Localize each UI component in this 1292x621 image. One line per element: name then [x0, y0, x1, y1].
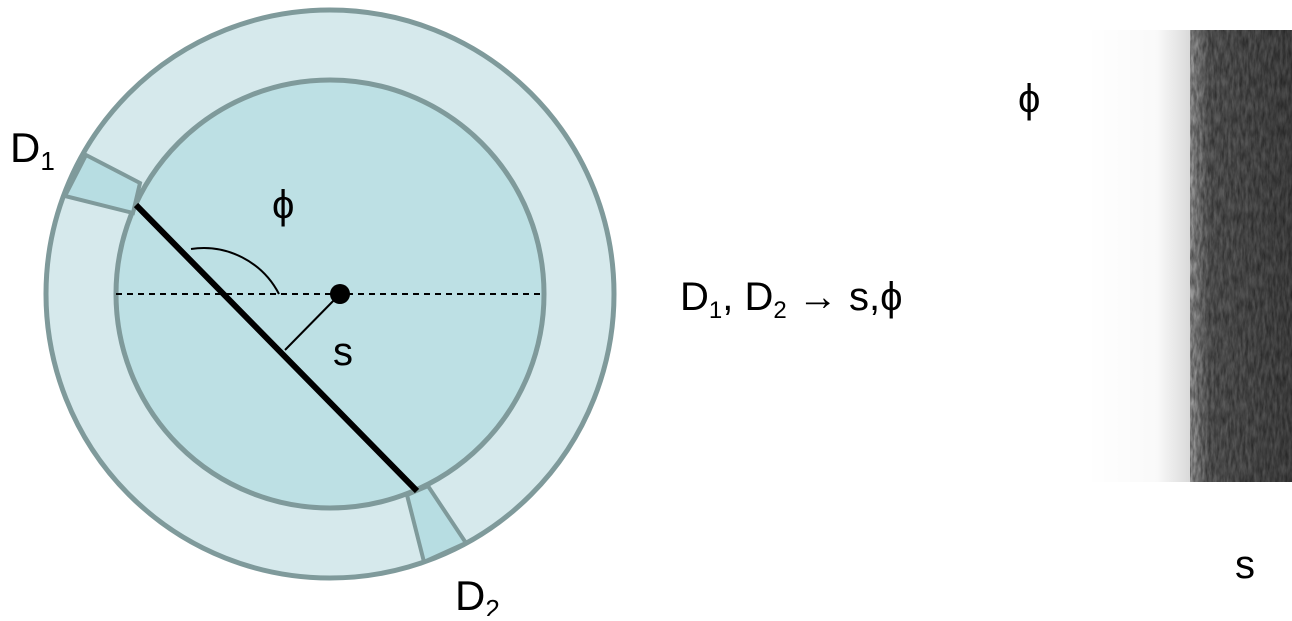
sinogram-phi-label: ϕ	[1018, 77, 1040, 121]
offset-line	[284, 293, 341, 351]
detector-d1-block	[62, 152, 143, 216]
line-of-response	[133, 202, 420, 494]
sinogram-image	[1085, 30, 1292, 482]
d2-label: D2	[455, 572, 500, 616]
sinogram-s-label: s	[1235, 543, 1255, 587]
angle-arc	[190, 247, 280, 295]
detector-d2-block	[404, 483, 469, 565]
angle-label: ϕ	[272, 183, 294, 227]
d1-label: D1	[10, 124, 55, 176]
mapping-equation: D1, D2 → s,ϕ	[680, 275, 903, 324]
offset-label: s	[333, 330, 353, 374]
center-dot	[330, 284, 350, 304]
